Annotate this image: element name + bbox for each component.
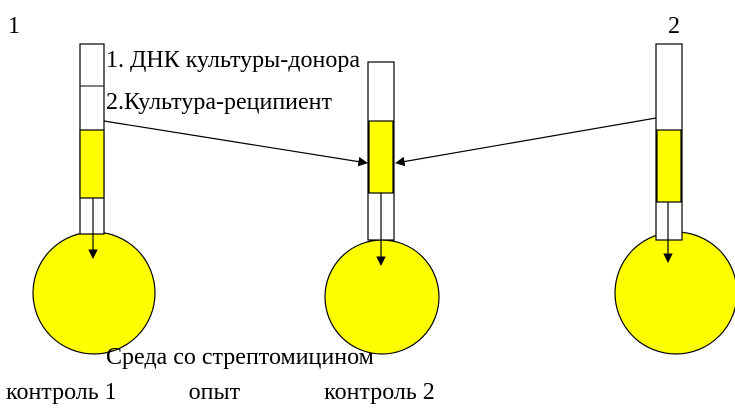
dish-control-1: [32, 231, 156, 355]
transfer-arrow-from-control-1: [103, 120, 368, 167]
medium-label: Среда со стрептомицином: [106, 344, 374, 370]
legend-item-recipient-culture: 2.Культура-реципиент: [106, 89, 332, 115]
bottom-row-labels: контроль 1 опыт контроль 2: [6, 379, 435, 405]
dish-experiment: [324, 239, 440, 355]
tube-control-2: [655, 43, 683, 241]
tube-control-1: [79, 43, 105, 235]
tube-experiment: [367, 61, 395, 241]
legend-item-donor-dna: 1. ДНК культуры-донора: [106, 47, 360, 73]
number-right: 2: [668, 13, 680, 39]
number-left: 1: [8, 13, 20, 39]
dish-control-2: [614, 231, 735, 355]
transfer-arrow-from-control-2: [395, 117, 657, 167]
